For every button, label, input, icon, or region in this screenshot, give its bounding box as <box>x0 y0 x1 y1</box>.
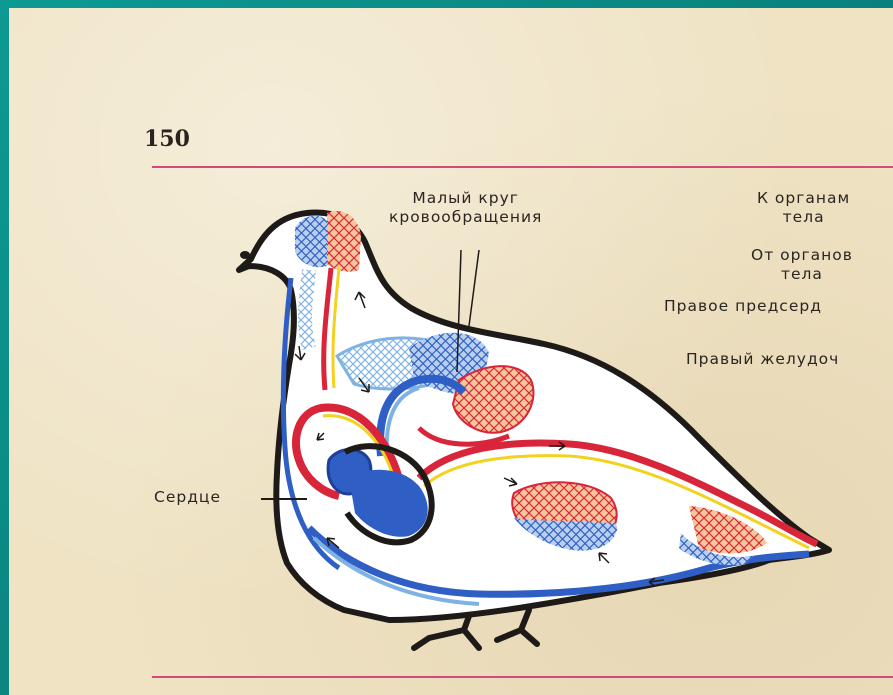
book-page: 150 Малый круг кровообращения К органам … <box>9 8 893 695</box>
bird-circulation-diagram <box>9 8 893 695</box>
pulmonary-label-pointer-2 <box>469 250 479 326</box>
head-capillary-arterial <box>327 211 361 272</box>
neck-vein-light <box>305 270 309 348</box>
bird-eye <box>240 251 250 259</box>
